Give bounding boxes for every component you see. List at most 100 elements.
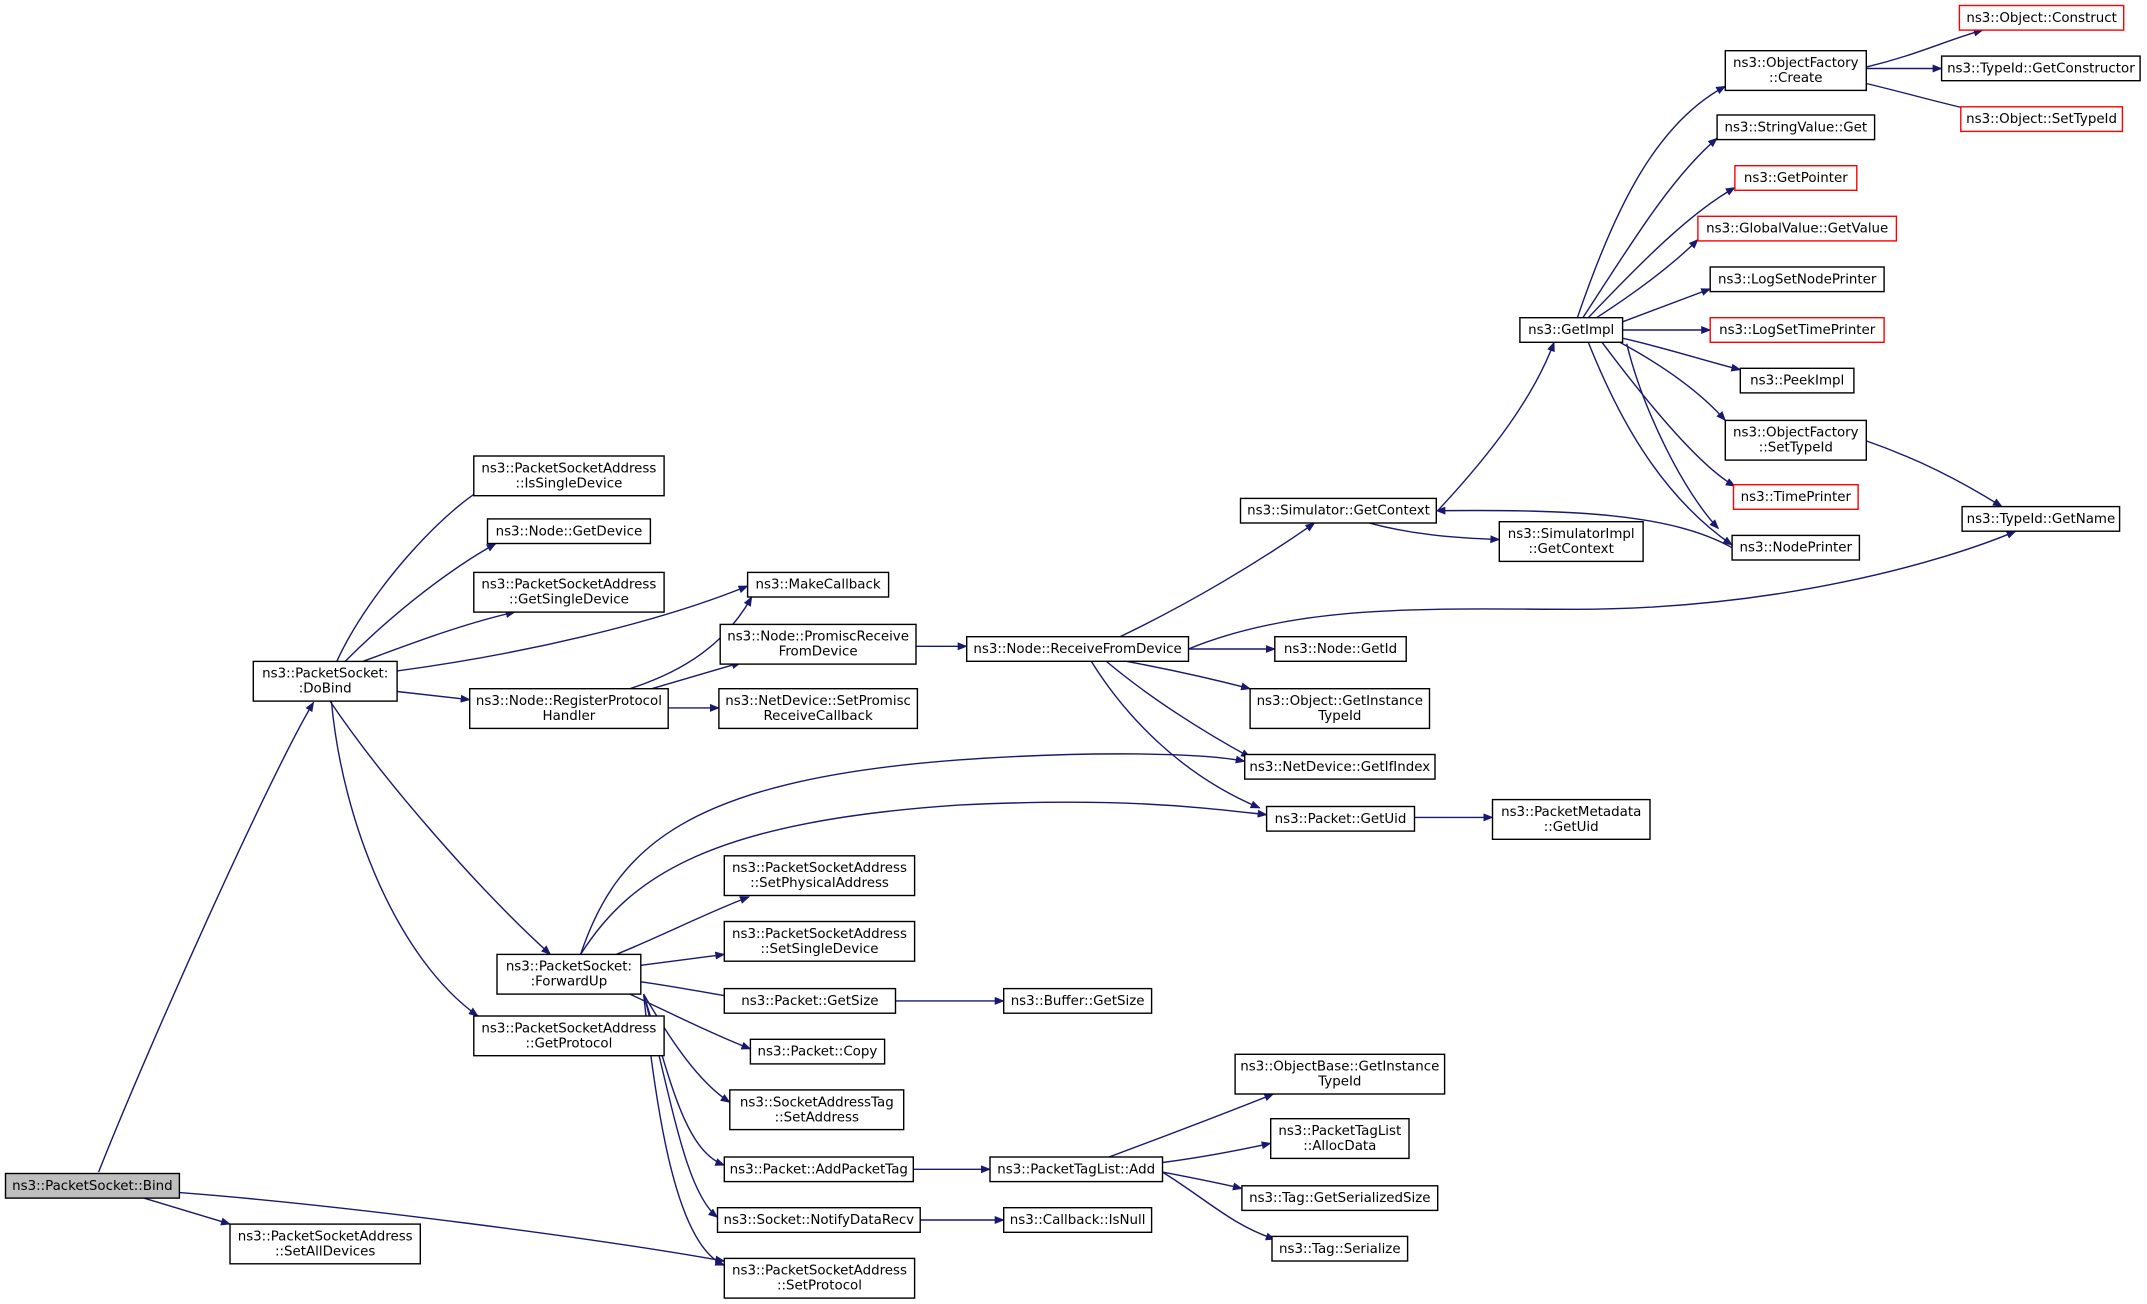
graph-node-tagser[interactable]: ns3::Tag::Serialize xyxy=(1271,1235,1409,1262)
call-edge xyxy=(1587,186,1736,319)
node-label: ns3::TimePrinter xyxy=(1741,490,1852,505)
graph-node-objsettid[interactable]: ns3::Object::SetTypeId xyxy=(1960,106,2124,133)
node-box xyxy=(723,1156,914,1183)
call-edge xyxy=(1108,1093,1275,1158)
graph-node-getimpl[interactable]: ns3::GetImpl xyxy=(1519,317,1624,344)
graph-node-objconstruct[interactable]: ns3::Object::Construct xyxy=(1958,4,2125,31)
graph-node-setalldev[interactable]: ns3::PacketSocketAddress::SetAllDevices xyxy=(229,1223,422,1265)
call-edge xyxy=(629,596,753,690)
graph-node-logtime[interactable]: ns3::LogSetTimePrinter xyxy=(1709,317,1885,344)
node-box xyxy=(473,455,665,497)
call-edge xyxy=(1162,1171,1243,1191)
node-box xyxy=(1961,505,2121,532)
node-label: ns3::Object::Construct xyxy=(1966,11,2117,26)
graph-node-getpointer[interactable]: ns3::GetPointer xyxy=(1734,164,1858,191)
node-box xyxy=(723,1257,916,1299)
node-box xyxy=(718,688,919,730)
call-edge xyxy=(362,610,516,663)
graph-node-peekimpl[interactable]: ns3::PeekImpl xyxy=(1739,367,1855,394)
call-edge xyxy=(629,993,752,1050)
graph-node-tidgetname[interactable]: ns3::TypeId::GetName xyxy=(1961,505,2121,532)
graph-node-ofcreate[interactable]: ns3::ObjectFactory::Create xyxy=(1724,50,1868,92)
graph-node-tagsersize[interactable]: ns3::Tag::GetSerializedSize xyxy=(1241,1185,1439,1212)
graph-node-strget[interactable]: ns3::StringValue::Get xyxy=(1716,114,1876,141)
node-label: ::GetContext xyxy=(1529,542,1614,557)
graph-node-addpkttag[interactable]: ns3::Packet::AddPacketTag xyxy=(723,1156,914,1183)
graph-node-setproto[interactable]: ns3::PacketSocketAddress::SetProtocol xyxy=(723,1257,916,1299)
call-edge xyxy=(397,585,749,672)
node-label: ns3::PacketTagList::Add xyxy=(997,1162,1155,1177)
node-label: ns3::SocketAddressTag xyxy=(740,1095,894,1110)
node-label: TypeId xyxy=(1317,709,1361,724)
node-label: ns3::GlobalValue::GetValue xyxy=(1706,222,1888,237)
node-label: ns3::Node::GetDevice xyxy=(496,524,643,539)
node-label: ns3::MakeCallback xyxy=(756,578,881,593)
graph-node-setpromisc[interactable]: ns3::NetDevice::SetPromiscReceiveCallbac… xyxy=(718,688,919,730)
call-edges xyxy=(97,28,2017,1266)
graph-node-bufsize[interactable]: ns3::Buffer::GetSize xyxy=(1003,987,1153,1014)
node-box xyxy=(1519,317,1624,344)
graph-node-setphys[interactable]: ns3::PacketSocketAddress::SetPhysicalAdd… xyxy=(723,855,916,897)
graph-node-setsingle[interactable]: ns3::PacketSocketAddress::SetSingleDevic… xyxy=(723,920,916,962)
node-label: ns3::TypeId::GetName xyxy=(1967,512,2116,527)
graph-node-metauid[interactable]: ns3::PacketMetadata::GetUid xyxy=(1491,798,1651,840)
graph-node-getsingle[interactable]: ns3::PacketSocketAddress::GetSingleDevic… xyxy=(473,571,665,613)
graph-node-getproto[interactable]: ns3::PacketSocketAddress::GetProtocol xyxy=(473,1015,665,1057)
graph-node-lognode[interactable]: ns3::LogSetNodePrinter xyxy=(1709,266,1885,293)
node-box xyxy=(1491,798,1651,840)
node-box xyxy=(1960,106,2124,133)
graph-node-notifyrecv[interactable]: ns3::Socket::NotifyDataRecv xyxy=(716,1206,921,1233)
graph-node-getifindex[interactable]: ns3::NetDevice::GetIfIndex xyxy=(1243,753,1436,780)
call-edge xyxy=(143,1197,231,1226)
graph-node-pktsize[interactable]: ns3::Packet::GetSize xyxy=(723,987,897,1014)
node-label: ns3::PacketSocketAddress xyxy=(481,461,656,476)
call-edge xyxy=(1188,530,2017,650)
node-label: ::IsSingleDevice xyxy=(515,476,622,491)
graph-node-gvget[interactable]: ns3::GlobalValue::GetValue xyxy=(1697,215,1898,242)
graph-node-getdevice[interactable]: ns3::Node::GetDevice xyxy=(486,518,652,545)
graph-node-getuid[interactable]: ns3::Packet::GetUid xyxy=(1265,805,1416,832)
graph-node-cbisnull[interactable]: ns3::Callback::IsNull xyxy=(1003,1206,1153,1233)
node-box xyxy=(1241,1185,1439,1212)
node-label: ns3::Packet::AddPacketTag xyxy=(730,1162,908,1177)
graph-node-timeprinter[interactable]: ns3::TimePrinter xyxy=(1732,484,1859,511)
graph-node-pktcopy[interactable]: ns3::Packet::Copy xyxy=(749,1038,886,1065)
graph-node-ptladd[interactable]: ns3::PacketTagList::Add xyxy=(989,1156,1164,1183)
call-edge xyxy=(1435,506,1733,549)
graph-node-dobind[interactable]: ns3::PacketSocket::DoBind xyxy=(252,660,398,702)
node-box xyxy=(1274,636,1407,663)
call-edge xyxy=(1619,341,1726,422)
node-label: ns3::GetPointer xyxy=(1744,171,1848,186)
call-edge xyxy=(329,700,552,956)
node-label: ns3::PacketSocketAddress xyxy=(732,861,907,876)
call-edge xyxy=(1622,337,1742,372)
graph-node-nodegetid[interactable]: ns3::Node::GetId xyxy=(1274,636,1407,663)
graph-node-tidgetctor[interactable]: ns3::TypeId::GetConstructor xyxy=(1940,55,2141,82)
node-box xyxy=(1739,367,1855,394)
graph-node-forwardup[interactable]: ns3::PacketSocket::ForwardUp xyxy=(496,953,642,995)
node-label: ::SetSingleDevice xyxy=(761,942,879,957)
node-box xyxy=(1239,497,1438,524)
graph-node-simctx[interactable]: ns3::Simulator::GetContext xyxy=(1239,497,1438,524)
graph-node-simimplctx[interactable]: ns3::SimulatorImpl::GetContext xyxy=(1498,521,1644,563)
node-label: ns3::Buffer::GetSize xyxy=(1011,994,1145,1009)
graph-node-recvfrom[interactable]: ns3::Node::ReceiveFromDevice xyxy=(966,636,1190,663)
call-edge xyxy=(579,753,1246,955)
node-label: ns3::Packet::GetUid xyxy=(1275,812,1407,827)
call-edge xyxy=(1090,661,1261,809)
node-box xyxy=(252,660,398,702)
graph-node-ofsettid[interactable]: ns3::ObjectFactory::SetTypeId xyxy=(1724,419,1868,461)
graph-node-nodeprinter[interactable]: ns3::NodePrinter xyxy=(1731,534,1861,561)
graph-node-makecb[interactable]: ns3::MakeCallback xyxy=(746,571,890,598)
graph-node-ptlalloc[interactable]: ns3::PacketTagList::AllocData xyxy=(1269,1117,1410,1160)
call-edge xyxy=(1601,341,1736,487)
graph-node-satsetaddr[interactable]: ns3::SocketAddressTag::SetAddress xyxy=(729,1089,905,1131)
graph-node-issingle[interactable]: ns3::PacketSocketAddress::IsSingleDevice xyxy=(473,455,665,497)
call-edge xyxy=(397,690,471,703)
node-label: ns3::PacketMetadata xyxy=(1501,805,1641,820)
